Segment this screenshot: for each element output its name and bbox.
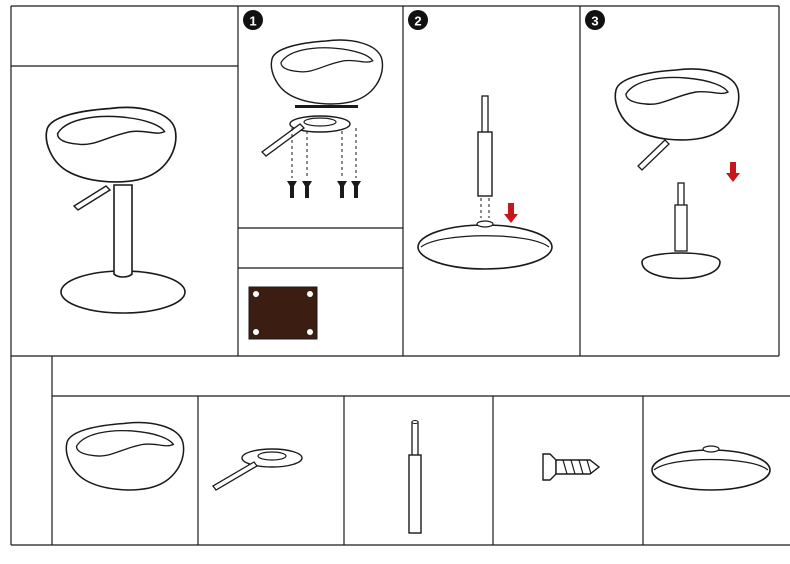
part-screw-icon: [542, 453, 601, 481]
step-2-badge: 2: [408, 10, 428, 30]
step-3-badge: 3: [585, 10, 605, 30]
frame-lines: [10, 5, 790, 546]
step-1-illustration: [261, 39, 384, 198]
part-gas-cylinder-icon: [408, 420, 422, 534]
svg-text:3: 3: [591, 14, 598, 29]
step-2-illustration: [417, 95, 553, 270]
lower-arrow-icon: [726, 162, 740, 182]
part-seat-icon: [65, 421, 185, 491]
insert-arrow-icon: [504, 203, 518, 223]
parts-list: [65, 420, 771, 534]
part-seat-mechanism-icon: [212, 448, 303, 491]
step-3-illustration: [614, 68, 740, 280]
assembled-stool-illustration: [45, 106, 186, 314]
mounting-plate-illustration: [248, 286, 318, 340]
svg-text:1: 1: [249, 14, 256, 29]
svg-text:2: 2: [414, 14, 421, 29]
part-base-icon: [651, 445, 771, 491]
step-1-badge: 1: [243, 10, 263, 30]
